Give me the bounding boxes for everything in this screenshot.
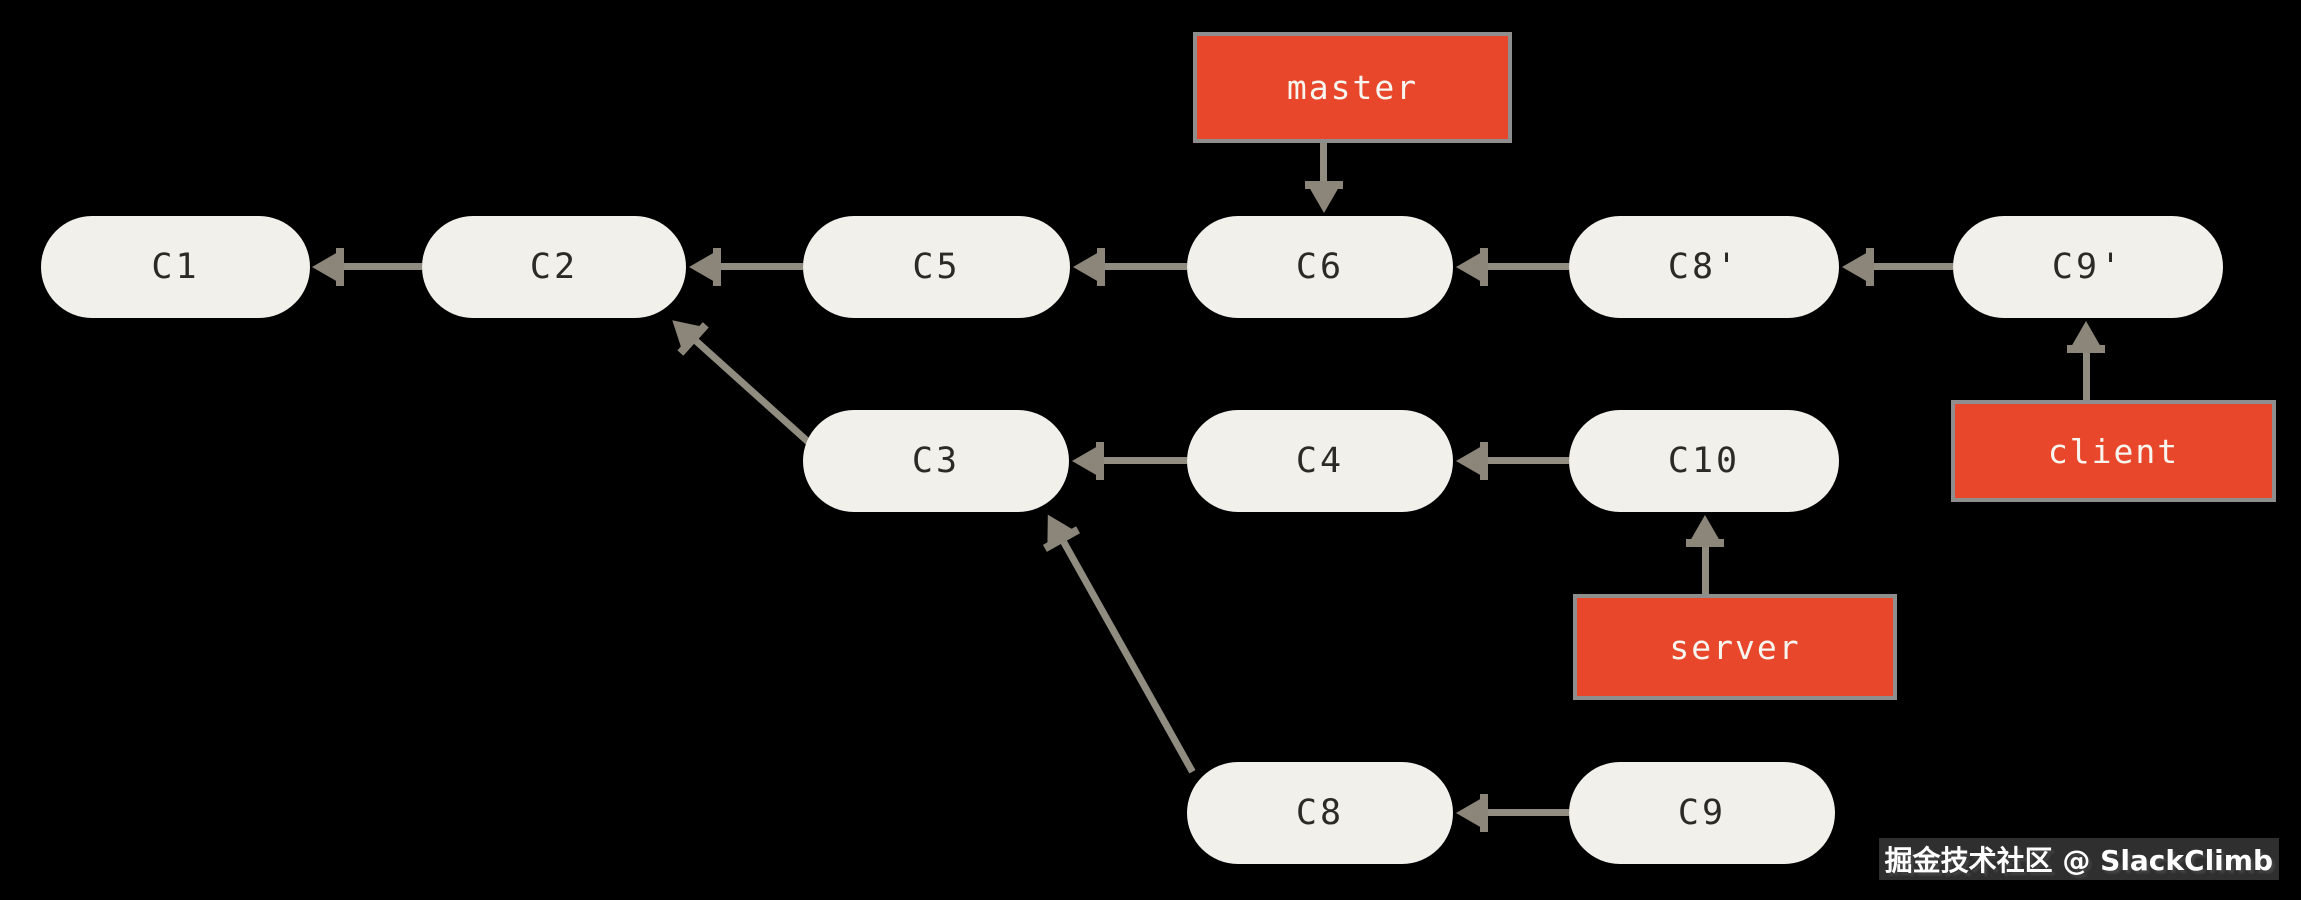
arrow-head-icon	[1842, 252, 1868, 282]
arrow-line	[1701, 539, 1709, 594]
arrow-line	[336, 263, 422, 271]
arrow-head-icon	[1690, 515, 1720, 541]
arrow-line	[1480, 457, 1569, 465]
arrow-C3-to-C2	[661, 308, 815, 449]
commit-node-C3: C3	[803, 410, 1069, 512]
arrow-tick	[1097, 248, 1105, 286]
arrow-head-icon	[2071, 321, 2101, 347]
arrow-line	[1480, 263, 1569, 271]
arrow-tick	[1480, 794, 1488, 832]
branch-label-server: server	[1573, 594, 1897, 700]
commit-node-C1: C1	[41, 216, 310, 318]
arrow-C8-to-C3	[1034, 507, 1196, 774]
arrow-head-icon	[1073, 252, 1099, 282]
commit-node-C2: C2	[422, 216, 686, 318]
arrow-line	[1480, 809, 1569, 817]
arrow-line	[1866, 263, 1953, 271]
arrow-line	[713, 263, 803, 271]
commit-node-C10: C10	[1569, 410, 1839, 512]
arrow-tick	[1480, 248, 1488, 286]
arrow-tick	[1686, 539, 1724, 547]
commit-node-C6: C6	[1187, 216, 1453, 318]
arrow-tick	[336, 248, 344, 286]
arrow-head-icon	[1072, 446, 1098, 476]
arrow-head-icon	[1456, 798, 1482, 828]
arrow-line	[1097, 263, 1187, 271]
arrow-tick	[1305, 181, 1343, 189]
arrow-head-icon	[1456, 446, 1482, 476]
arrow-tick	[2067, 345, 2105, 353]
commit-node-C8: C8	[1187, 762, 1453, 864]
commit-node-C8p: C8'	[1569, 216, 1839, 318]
arrow-line	[2082, 345, 2090, 400]
arrow-tick	[713, 248, 721, 286]
arrow-line	[1056, 534, 1196, 774]
arrow-line	[1096, 457, 1187, 465]
commit-node-C5: C5	[803, 216, 1070, 318]
arrow-head-icon	[1456, 252, 1482, 282]
arrow-tick	[1866, 248, 1874, 286]
arrow-head-icon	[1309, 187, 1339, 213]
commit-node-C9: C9	[1569, 762, 1835, 864]
arrow-tick	[1096, 442, 1104, 480]
arrow-head-icon	[312, 252, 338, 282]
arrow-line	[687, 333, 815, 449]
arrow-head-icon	[689, 252, 715, 282]
arrow-tick	[1480, 442, 1488, 480]
branch-label-master: master	[1193, 32, 1512, 143]
commit-node-C9p: C9'	[1953, 216, 2223, 318]
watermark-text: 掘金技术社区 @ SlackClimb	[1878, 838, 2279, 880]
commit-node-C4: C4	[1187, 410, 1453, 512]
branch-label-client: client	[1951, 400, 2276, 502]
